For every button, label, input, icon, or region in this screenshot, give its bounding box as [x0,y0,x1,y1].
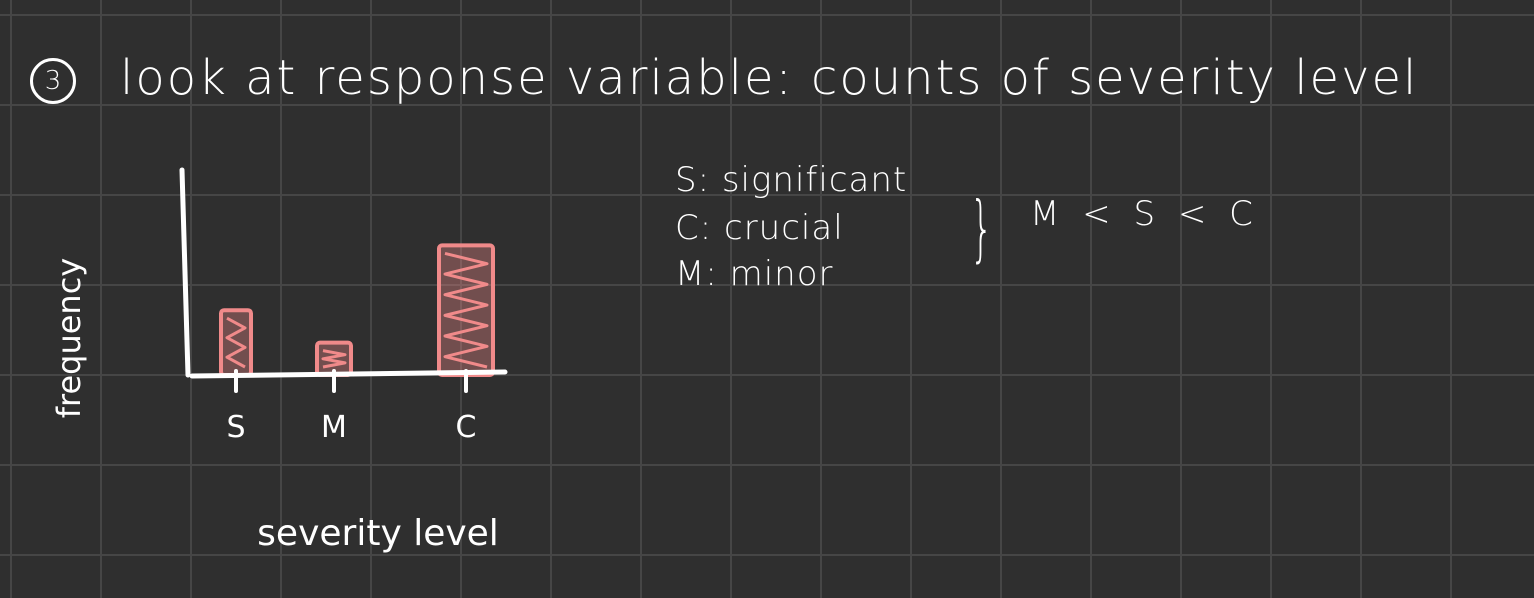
legend-brace: } [970,186,993,270]
legend-item-significant: S: significant [675,160,908,200]
tick-label-m: M [321,410,347,445]
x-axis-label: severity level [257,513,499,554]
y-axis [179,167,191,378]
tick-label-s: S [226,410,245,445]
step-number-badge: 3 [30,58,76,104]
bars-layer [219,243,495,378]
tick-label-c: C [456,410,477,445]
severity-ordering: M < S < C [1030,194,1259,234]
x-axis [189,369,508,379]
note-title: look at response variable: counts of sev… [120,50,1419,106]
bar-scribble-c [443,251,489,369]
bar-scribble-m [321,349,347,369]
legend-item-crucial: C: crucial [675,208,844,248]
y-axis-label: frequency [50,258,88,419]
bar-scribble-s [225,316,247,369]
legend-item-minor: M: minor [675,254,834,294]
